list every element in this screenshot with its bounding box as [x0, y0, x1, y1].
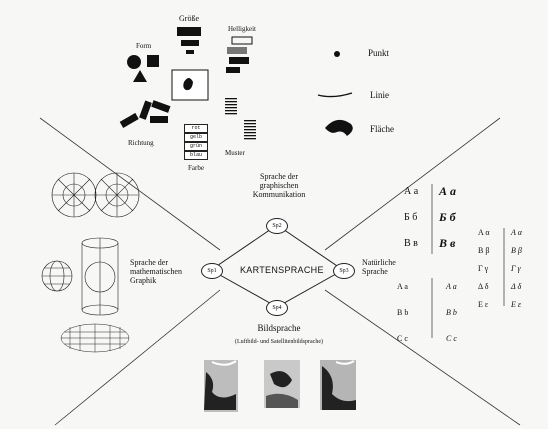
diagonal-line-upper-right [325, 118, 500, 250]
latin-row-2-italic: B b [446, 308, 457, 317]
color-box-blue: blau [184, 151, 208, 160]
greek-row-3-plain: Γ γ [478, 264, 488, 273]
aerial-image-2 [264, 360, 300, 408]
math-graphics-line-3: Graphik [130, 276, 182, 285]
aerial-image-3 [320, 360, 356, 410]
brightness-symbol-4 [226, 67, 240, 73]
form-circle [127, 55, 141, 69]
direction-bar-1 [120, 113, 139, 128]
greek-row-4-italic: Δ δ [511, 282, 521, 291]
cyrillic-row-1-plain: А а [404, 186, 418, 197]
color-box-yellow: gelb [184, 133, 208, 142]
label-brightness: Helligkeit [228, 25, 256, 33]
cyrillic-row-3-italic: В в [439, 236, 455, 251]
label-line: Linie [370, 90, 389, 100]
label-direction: Richtung [128, 139, 154, 147]
cyrillic-row-3-plain: В в [404, 238, 418, 249]
greek-row-5-plain: E ε [478, 300, 488, 309]
label-image-language: Bildsprache [255, 323, 303, 333]
cyrillic-row-2-italic: Б б [439, 210, 456, 225]
latin-row-3-italic: C c [446, 334, 457, 343]
brightness-symbol-3 [229, 57, 249, 64]
graphic-communication-line-3: Kommunikation [248, 190, 310, 199]
node-sp2: Sp2 [266, 218, 288, 234]
diagonal-line-lower-left [55, 290, 220, 425]
math-graphics-line-1: Sprache der [130, 258, 182, 267]
label-natural-language: Natürliche Sprache [362, 258, 396, 276]
node-sp4: Sp4 [266, 300, 288, 316]
pattern-symbol-1 [225, 98, 237, 114]
latin-row-1-italic: A a [446, 282, 457, 291]
direction-bar-3 [151, 100, 170, 113]
direction-bar-4 [150, 116, 168, 123]
aerial-image-1 [204, 360, 238, 412]
area-symbol [325, 120, 353, 136]
size-symbol-small [186, 50, 194, 54]
latin-row-2-plain: B b [397, 308, 408, 317]
label-size: Größe [179, 14, 199, 23]
color-box-green: grün [184, 142, 208, 151]
greek-row-2-plain: B β [478, 246, 489, 255]
graphic-communication-line-1: Sprache der [248, 172, 310, 181]
cylinder-projection [82, 238, 118, 315]
color-box-red: rot [184, 124, 208, 133]
line-symbol [318, 93, 352, 97]
natural-language-line-2: Sprache [362, 267, 396, 276]
label-graphic-communication: Sprache der graphischen Kommunikation [248, 172, 310, 200]
globe-hemispheres [52, 173, 139, 217]
brightness-symbol-1 [232, 37, 252, 44]
greek-row-1-plain: A α [478, 228, 490, 237]
pattern-symbol-2 [244, 120, 256, 139]
label-color: Farbe [188, 164, 204, 172]
form-square [147, 55, 159, 67]
natural-language-line-1: Natürliche [362, 258, 396, 267]
greek-row-5-italic: E ε [511, 300, 521, 309]
label-area: Fläche [370, 124, 394, 134]
greek-row-2-italic: B β [511, 246, 522, 255]
greek-row-3-italic: Γ γ [511, 264, 521, 273]
math-graphics-line-2: mathematischen [130, 267, 182, 276]
direction-bar-2 [139, 101, 152, 120]
latin-row-3-plain: C c [397, 334, 408, 343]
size-symbol-large [177, 27, 201, 36]
label-point: Punkt [368, 48, 389, 58]
cyrillic-row-2-plain: Б б [404, 212, 417, 223]
label-image-language-subtitle: (Luftbild- und Satellitenbildsprache) [213, 339, 345, 346]
world-map-grid [61, 324, 129, 352]
cyrillic-row-1-italic: А а [439, 184, 456, 199]
form-triangle [133, 70, 147, 82]
center-title: KARTENSPRACHE [240, 265, 324, 275]
node-sp3: Sp3 [333, 263, 355, 279]
brightness-symbol-2 [227, 47, 247, 54]
globe-sphere [42, 261, 72, 291]
node-sp1: Sp1 [201, 263, 223, 279]
greek-row-4-plain: Δ δ [478, 282, 488, 291]
graphic-communication-line-2: graphischen [248, 181, 310, 190]
greek-row-1-italic: A α [511, 228, 522, 237]
label-math-graphics: Sprache der mathematischen Graphik [130, 258, 182, 286]
size-symbol-medium [181, 40, 199, 46]
label-form: Form [136, 42, 151, 50]
label-pattern: Muster [225, 149, 245, 157]
point-symbol [334, 51, 340, 57]
latin-row-1-plain: A a [397, 282, 408, 291]
